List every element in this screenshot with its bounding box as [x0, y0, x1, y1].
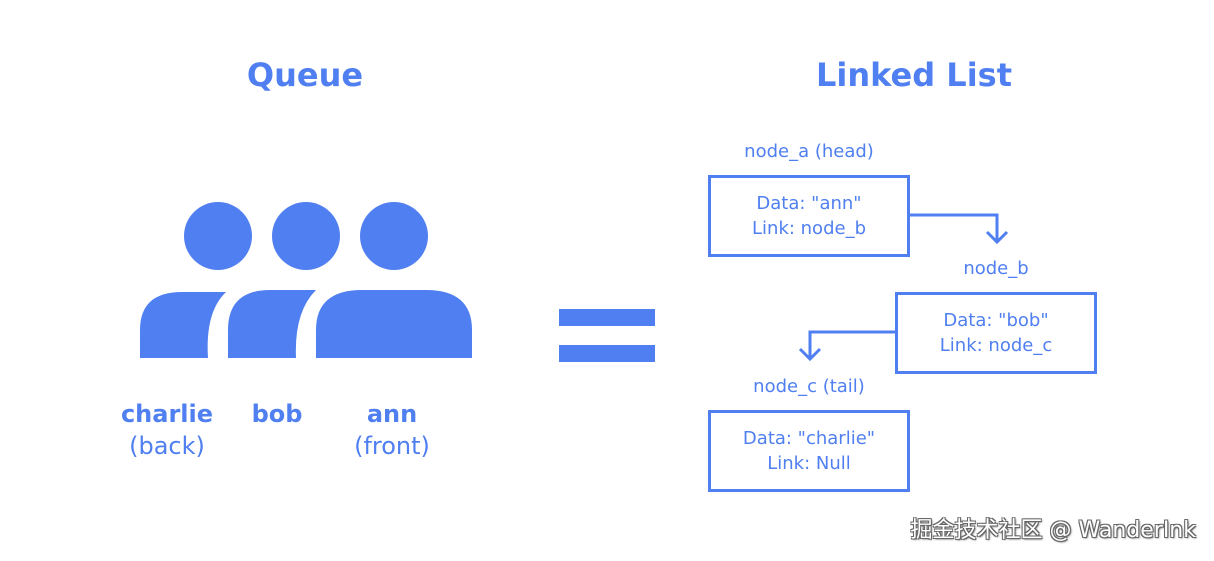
person-icon-bob: [228, 202, 340, 358]
person-name: ann: [366, 400, 418, 428]
arrow-node-a-to-node-b: [910, 213, 1009, 245]
person-icon-ann: [316, 202, 472, 358]
node-data: Data: "bob": [943, 310, 1049, 331]
arrow-node-b-to-node-c: [798, 330, 896, 362]
node-link: Link: node_c: [939, 335, 1053, 356]
queue-title: Queue: [246, 56, 364, 94]
node-data: Data: "charlie": [742, 428, 876, 449]
node-a-box: Data: "ann" Link: node_b: [708, 175, 910, 257]
node-a-label: node_a (head): [744, 141, 874, 162]
equals-icon: [559, 309, 655, 362]
person-role: (back): [129, 432, 205, 460]
person-label-ann: ann (front): [312, 398, 472, 462]
person-label-bob: bob: [197, 398, 357, 430]
person-label-charlie: charlie (back): [87, 398, 247, 462]
node-link: Link: Null: [767, 453, 851, 474]
node-b-box: Data: "bob" Link: node_c: [895, 292, 1097, 374]
person-name: bob: [251, 400, 303, 428]
person-icon-charlie: [140, 202, 252, 358]
person-name: charlie: [120, 400, 214, 428]
node-b-label: node_b: [963, 258, 1029, 279]
linked-list-title: Linked List: [815, 56, 1012, 94]
person-role: (front): [354, 432, 430, 460]
node-data: Data: "ann": [756, 193, 862, 214]
node-c-label: node_c (tail): [753, 376, 865, 397]
node-link: Link: node_b: [752, 218, 866, 239]
node-c-box: Data: "charlie" Link: Null: [708, 410, 910, 492]
watermark: 掘金技术社区 @ WanderInk: [910, 518, 1196, 543]
